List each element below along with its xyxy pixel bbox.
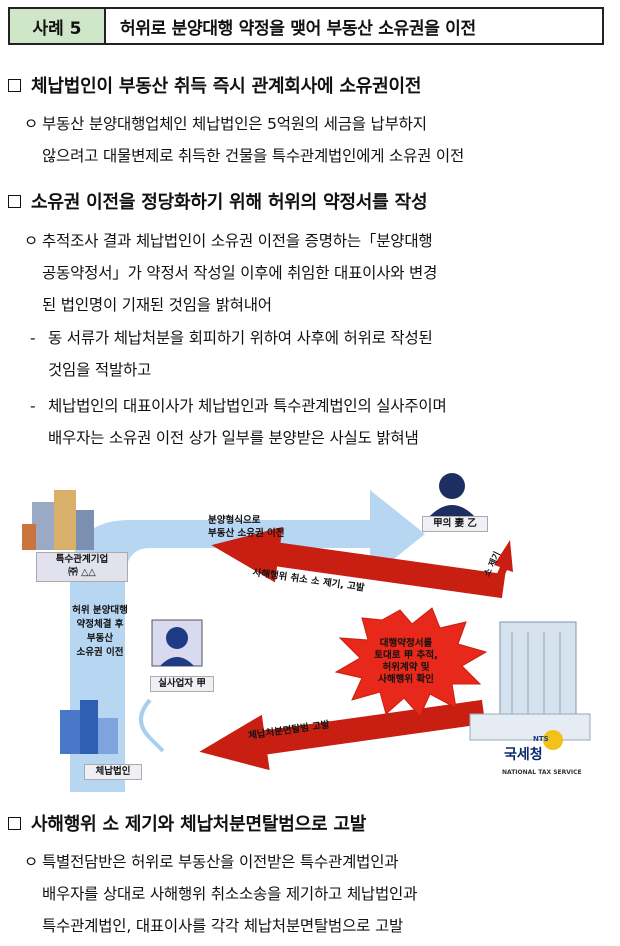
paragraph-line: 동 서류가 체납처분을 회피하기 위하여 사후에 허위로 작성된 [48, 329, 433, 347]
case-title: 허위로 분양대행 약정을 맺어 부동산 소유권을 이전 [120, 18, 476, 39]
paragraph-line: 체납법인의 대표이사가 체납법인과 특수관계법인의 실사주이며 [48, 397, 447, 415]
paragraph-line: 특수관계법인, 대표이사를 각각 체납처분면탈범으로 고발 [42, 917, 404, 935]
case-tag: 사례 5 [10, 9, 106, 43]
paragraph-3-1: ㅇ 특별전담반은 허위로 부동산을 이전받은 특수관계법인과 배우자를 상대로 … [24, 846, 612, 942]
paragraph-line: 추적조사 결과 체납법인이 소유권 이전을 증명하는「분양대행 [42, 232, 433, 250]
related-company-label: 특수관계기업 ㈜ △△ [36, 552, 128, 582]
paragraph-line: 된 법인명이 기재된 것임을 밝혀내어 [42, 296, 272, 314]
paragraph-line: 배우자를 상대로 사해행위 취소소송을 제기하고 체납법인과 [42, 885, 418, 903]
paragraph-1-1: ㅇ 부동산 분양대행업체인 체납법인은 5억원의 세금을 납부하지 않으려고 대… [24, 108, 612, 172]
paragraph-2-3: - 체납법인의 대표이사가 체납법인과 특수관계법인의 실사주이며 배우자는 소… [30, 390, 612, 454]
nts-english: NATIONAL TAX SERVICE [502, 769, 582, 776]
red-arrow-accusation [199, 699, 486, 771]
checkbox-square-icon [8, 194, 21, 208]
bullet-marker: ㅇ [24, 853, 39, 871]
dash-marker: - [30, 329, 36, 347]
case-header: 사례 5 허위로 분양대행 약정을 맺어 부동산 소유권을 이전 [8, 7, 604, 45]
paragraph-line: 않으려고 대물변제로 취득한 건물을 특수관계법인에게 소유권 이전 [42, 147, 465, 165]
owner-label: 실사업자 甲 [150, 676, 214, 692]
spouse-label: 甲의 妻 乙 [422, 516, 488, 532]
section-heading-1: 체납법인이 부동산 취득 즉시 관계회사에 소유권이전 [8, 72, 421, 98]
paragraph-line: 부동산 분양대행업체인 체납법인은 5억원의 세금을 납부하지 [42, 115, 427, 133]
burst-shape [334, 607, 488, 717]
paragraph-line: 특별전담반은 허위로 부동산을 이전받은 특수관계법인과 [42, 853, 399, 871]
diagram-graphics [22, 473, 591, 792]
blue-transfer-arrow [70, 490, 425, 792]
nts-emblem-icon [543, 730, 563, 750]
curved-connector-arrow [139, 698, 165, 753]
paragraph-line: 배우자는 소유권 이전 상가 일부를 분양받은 사실도 밝혀냄 [48, 429, 419, 447]
woman-figure-icon [439, 473, 465, 499]
paragraph-line: 것임을 적발하고 [48, 361, 152, 379]
burst-label: 대행약정서를 토대로 甲 추적, 허위계약 및 사해행위 확인 [374, 638, 438, 685]
section-heading-3: 사해행위 소 제기와 체납처분면탈범으로 고발 [8, 810, 366, 836]
man-figure-icon [166, 627, 188, 649]
red-arrow-small [490, 540, 513, 593]
nts-name: 국세청 [504, 747, 543, 763]
case-diagram: 특수관계기업 ㈜ △△ 甲의 妻 乙 실사업자 甲 체납법인 분양형식으로 부동… [0, 462, 620, 792]
checkbox-square-icon [8, 816, 21, 830]
nts-badge: NTS [533, 735, 549, 743]
section-heading-2: 소유권 이전을 정당화하기 위해 허위의 약정서를 작성 [8, 188, 428, 214]
red-arrow-lawsuit [211, 526, 506, 599]
dash-marker: - [30, 397, 36, 415]
paragraph-line: 공동약정서」가 약정서 작성일 이후에 취임한 대표이사와 변경 [42, 264, 438, 282]
checkbox-square-icon [8, 78, 21, 92]
paragraph-2-2: - 동 서류가 체납처분을 회피하기 위하여 사후에 허위로 작성된 것임을 적… [30, 322, 612, 386]
bullet-marker: ㅇ [24, 115, 39, 133]
bullet-marker: ㅇ [24, 232, 39, 250]
debtor-label: 체납법인 [84, 764, 142, 780]
arrow-top-label: 분양형식으로 부동산 소유권 이전 [208, 515, 285, 539]
paragraph-2-1: ㅇ 추적조사 결과 체납법인이 소유권 이전을 증명하는「분양대행 공동약정서」… [24, 225, 612, 321]
arrow-left-label: 허위 분양대행 약정체결 후 부동산 소유권 이전 [72, 605, 128, 658]
